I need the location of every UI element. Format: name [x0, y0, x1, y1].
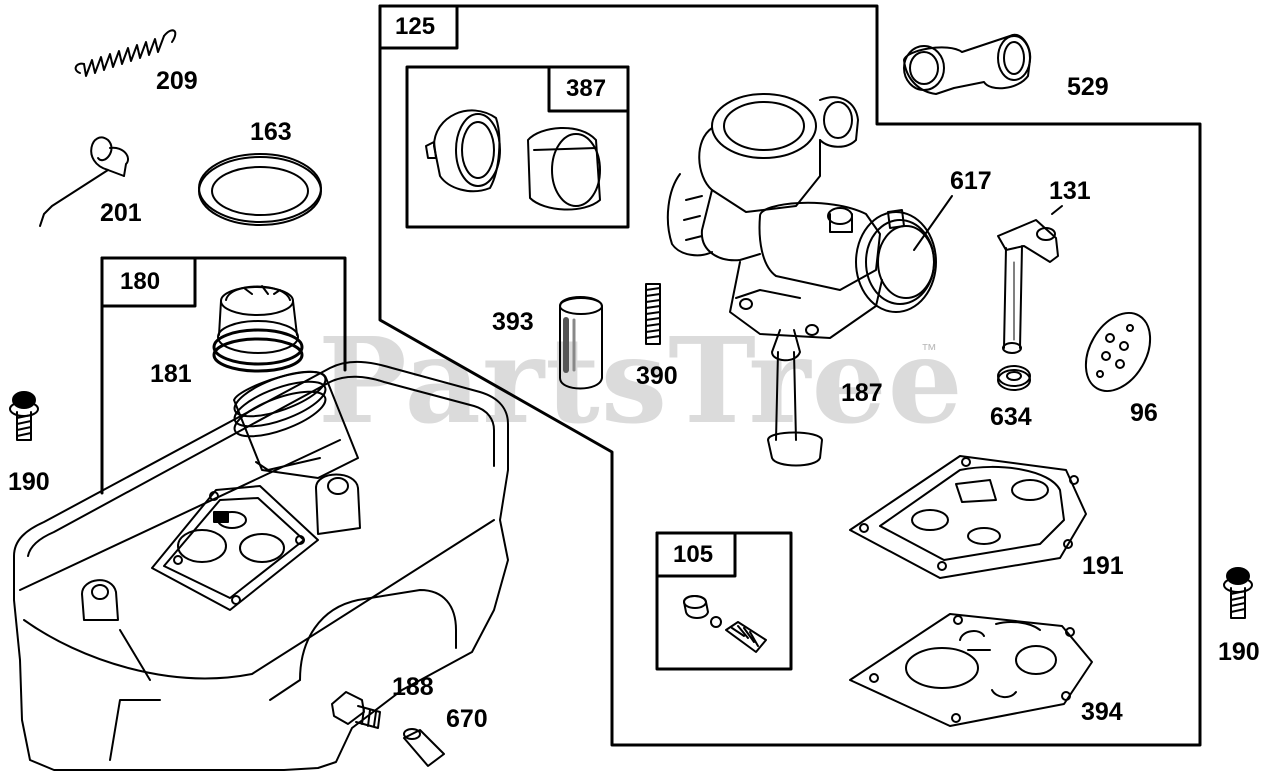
label-131: 131 [1049, 177, 1091, 205]
fitting-188 [331, 691, 381, 729]
part-390 [645, 283, 661, 345]
shaft-131 [997, 205, 1063, 354]
needle-seat-105 [683, 595, 767, 653]
label-634: 634 [990, 403, 1032, 431]
watermark-text: PartsTree [318, 311, 964, 450]
box-105-tab [655, 531, 737, 578]
label-96: 96 [1130, 399, 1158, 427]
bushing-387-right [527, 127, 601, 211]
box-105-label: 105 [673, 541, 714, 568]
o-ring-163 [198, 153, 322, 226]
label-190-right: 190 [1218, 638, 1260, 666]
label-617: 617 [950, 167, 992, 195]
assembly-125-tab [378, 4, 459, 50]
clip-201 [39, 136, 129, 227]
label-201: 201 [100, 199, 142, 227]
label-188: 188 [392, 673, 434, 701]
sleeve-670 [403, 728, 445, 767]
fuel-tank [13, 360, 509, 771]
box-125-label: 125 [395, 13, 436, 40]
label-394: 394 [1081, 698, 1123, 726]
label-187: 187 [841, 379, 883, 407]
part-393 [559, 296, 603, 390]
box-180-outline [100, 256, 347, 495]
watermark: PartsTree [318, 322, 964, 440]
label-393: 393 [492, 308, 534, 336]
label-190-left: 190 [8, 468, 50, 496]
spring-209 [74, 29, 177, 77]
box-387-outline [405, 65, 630, 229]
label-163: 163 [250, 118, 292, 146]
fuel-cap-181 [212, 285, 304, 373]
box-180-tab [100, 256, 197, 308]
box-387-label: 387 [566, 75, 607, 102]
label-209: 209 [156, 67, 198, 95]
box-387-tab [547, 65, 630, 113]
trademark-symbol: ™ [921, 342, 937, 359]
box-180-label: 180 [120, 268, 161, 295]
label-390: 390 [636, 362, 678, 390]
elbow-529 [903, 33, 1032, 95]
carburetor-187 [666, 93, 905, 467]
label-181: 181 [150, 360, 192, 388]
diaphragm-394 [849, 613, 1093, 727]
bushing-387-left [425, 109, 501, 193]
label-529: 529 [1067, 73, 1109, 101]
plate-96 [1084, 312, 1152, 392]
gasket-191 [849, 455, 1087, 579]
label-191: 191 [1082, 552, 1124, 580]
label-670: 670 [446, 705, 488, 733]
screw-190-left [9, 391, 39, 441]
screw-190-right [1223, 567, 1253, 619]
washer-634 [997, 365, 1031, 391]
assembly-125-outline [378, 4, 1202, 747]
gasket-617 [855, 195, 953, 313]
